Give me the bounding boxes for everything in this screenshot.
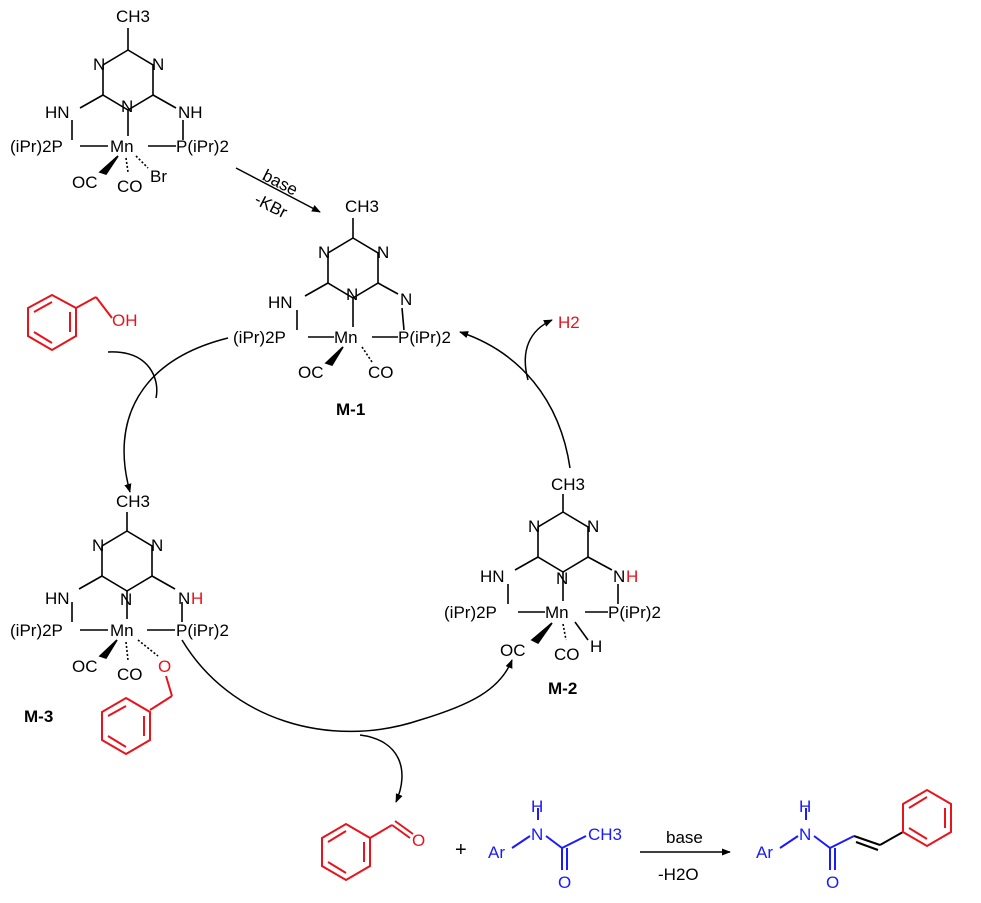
precatalyst-complex (71, 28, 184, 175)
precatalyst-n-left: N (93, 55, 105, 74)
cinnamamide-phenyl (902, 788, 952, 848)
acetamide-ar: Ar (488, 843, 505, 862)
m2-n-left: N (528, 517, 540, 536)
m3-hn-left: HN (45, 589, 70, 608)
acetamide-o: O (558, 873, 571, 892)
precatalyst-labels: CH3 N N N HN NH (iPr)2P Mn P(iPr)2 OC CO… (10, 7, 229, 196)
final-conditions-top: base (666, 828, 703, 847)
m2-methyl: CH3 (551, 475, 585, 494)
cinnamamide-o: O (826, 873, 839, 892)
benzyl-alcohol-oh: OH (112, 311, 138, 330)
m3-n-right: N (151, 536, 163, 555)
precatalyst-n-right: N (152, 55, 164, 74)
m1-co-b: CO (368, 363, 394, 382)
m3-nh-right-n: N (178, 589, 190, 608)
m1-n-right-ring: N (377, 243, 389, 262)
cinnamamide-amide-part (779, 808, 855, 870)
precatalyst-hn-left: HN (45, 103, 70, 122)
m2-nh-right-n: N (613, 567, 625, 586)
precatalyst-methyl: CH3 (116, 7, 150, 26)
m1-labels: CH3 N N N HN N (iPr)2P Mn P(iPr)2 OC CO … (233, 197, 451, 419)
m2-hn-left: HN (480, 567, 505, 586)
benzaldehyde-o: O (412, 831, 425, 850)
m1-n-amido: N (400, 290, 412, 309)
m2-n-center: N (556, 569, 568, 588)
m2-p-left: (iPr)2P (444, 603, 497, 622)
alcohol-entry-arrow (107, 351, 158, 399)
m3-n-center: N (120, 590, 132, 609)
acetamide-labels: H N Ar CH3 O (488, 797, 622, 892)
cycle-arc-m3-to-m2 (181, 639, 513, 733)
m3-labels: CH3 N N N HN N H (iPr)2P Mn P(iPr)2 OC C… (10, 492, 229, 726)
m3-co-a: OC (72, 657, 98, 676)
m2-name: M-2 (548, 679, 577, 698)
precatalyst-n-center: N (121, 97, 133, 116)
m3-p-right: P(iPr)2 (176, 621, 229, 640)
precatalyst-co-b: CO (117, 177, 143, 196)
m2-metal: Mn (545, 603, 569, 622)
final-conditions-bottom: -H2O (658, 865, 699, 884)
precatalyst-p-left: (iPr)2P (10, 137, 63, 156)
cinnamamide-labels: H N Ar O (756, 797, 839, 892)
acetamide-methyl: CH3 (588, 825, 622, 844)
m3-n-left: N (92, 536, 104, 555)
h2-release-arrow (524, 319, 553, 381)
m3-oxygen: O (158, 657, 171, 676)
m1-name: M-1 (336, 400, 365, 419)
benzaldehyde (321, 820, 414, 882)
cycle-arc-m2-to-m1 (459, 331, 571, 469)
cycle-arc-m1-to-m3 (123, 337, 229, 493)
m3-metal: Mn (110, 621, 134, 640)
m1-co-a: OC (298, 363, 324, 382)
m1-n-center: N (346, 285, 358, 304)
m1-methyl: CH3 (345, 197, 379, 216)
m3-p-left: (iPr)2P (10, 621, 63, 640)
m2-p-right: P(iPr)2 (608, 603, 661, 622)
cinnamamide-styryl-part (853, 831, 904, 851)
m1-complex (296, 218, 405, 366)
m1-metal: Mn (334, 328, 358, 347)
m1-n-left: N (318, 243, 330, 262)
activation-arrow (235, 167, 321, 213)
m3-methyl: CH3 (116, 492, 150, 511)
m3-complex (71, 512, 183, 661)
m3-benzyloxy (101, 675, 173, 756)
m2-hydride: H (590, 637, 602, 656)
m2-n-right: N (587, 517, 599, 536)
m2-nh-right-h: H (626, 567, 638, 586)
m2-complex (507, 494, 619, 645)
acetamide (511, 808, 587, 870)
m1-p-left: (iPr)2P (233, 328, 286, 347)
m2-labels: CH3 N N N HN N H (iPr)2P Mn P(iPr)2 OC C… (444, 475, 661, 698)
m3-name: M-3 (24, 707, 53, 726)
precatalyst-p-right: P(iPr)2 (176, 137, 229, 156)
m2-co-a: OC (500, 641, 526, 660)
benzyl-alcohol (27, 293, 113, 352)
plus-sign: + (455, 839, 467, 861)
cinnamamide-h: H (799, 797, 811, 816)
m3-nh-right-h: H (191, 589, 203, 608)
m1-p-right: P(iPr)2 (398, 328, 451, 347)
h2-label: H2 (558, 313, 580, 332)
precatalyst-metal: Mn (110, 137, 134, 156)
cinnamamide-ar: Ar (756, 843, 773, 862)
m3-co-b: CO (117, 665, 143, 684)
m1-hn-left: HN (268, 293, 293, 312)
precatalyst-br: Br (150, 167, 167, 186)
acetamide-n: N (531, 825, 543, 844)
precatalyst-nh-right: NH (178, 103, 203, 122)
aldehyde-release-arrow (359, 734, 403, 803)
cinnamamide-n: N (799, 825, 811, 844)
acetamide-h: H (531, 797, 543, 816)
precatalyst-co-a: OC (72, 173, 98, 192)
m2-co-b: CO (554, 645, 580, 664)
